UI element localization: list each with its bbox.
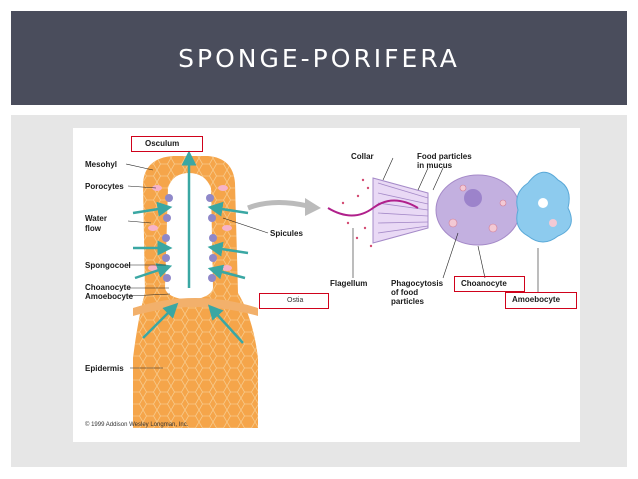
zoom-arrow-head xyxy=(305,198,321,216)
sponge-diagram xyxy=(125,150,572,428)
sponge-body xyxy=(133,156,258,428)
label-epidermis: Epidermis xyxy=(85,364,124,373)
copyright-notice: © 1999 Addison Wesley Longman, Inc. xyxy=(85,422,189,428)
water-flow-arrows xyxy=(132,150,249,344)
label-flagellum: Flagellum xyxy=(330,279,368,288)
label-porocytes: Porocytes xyxy=(85,182,124,191)
food-particles xyxy=(341,178,373,248)
label-water-flow-line1: Water xyxy=(85,214,107,223)
label-phagocytosis-line1: Phagocytosis xyxy=(391,279,444,288)
label-collar: Collar xyxy=(351,152,374,161)
label-spongocoel: Spongocoel xyxy=(85,261,131,270)
label-choanocyte-left: Choanocyte xyxy=(85,283,131,292)
highlight-box-choanocyte xyxy=(454,276,525,292)
amoebocyte-detail xyxy=(516,171,572,243)
label-spicules: Spicules xyxy=(270,229,303,238)
zoom-arrow xyxy=(247,200,309,211)
highlight-box-amoebocyte xyxy=(505,292,577,309)
porocyte-cells xyxy=(148,185,232,271)
title-bar: SPONGE-PORIFERA xyxy=(11,11,627,105)
pointer-lines xyxy=(125,157,539,369)
label-osculum: Osculum xyxy=(145,139,180,148)
label-choanocyte-right: Choanocyte xyxy=(461,279,507,288)
highlight-box-ostia xyxy=(259,293,329,309)
label-phagocytosis-line2: of food xyxy=(391,288,419,297)
label-amoebocyte-left: Amoebocyte xyxy=(85,292,134,301)
label-food-particles-line1: Food particles xyxy=(417,152,472,161)
highlight-box-osculum xyxy=(131,136,203,152)
label-mesohyl: Mesohyl xyxy=(85,160,118,169)
label-amoebocyte-right: Amoebocyte xyxy=(512,295,561,304)
label-ostia: Ostia xyxy=(287,297,304,304)
label-water-flow-line2: flow xyxy=(85,224,101,233)
label-phagocytosis-line3: particles xyxy=(391,297,424,306)
figure-panel: Osculum Mesohyl Porocytes Water flow Spi… xyxy=(73,128,580,442)
label-food-particles-line2: in mucus xyxy=(417,161,453,170)
slide-title: SPONGE-PORIFERA xyxy=(178,43,460,73)
choanocyte-detail xyxy=(327,174,521,246)
